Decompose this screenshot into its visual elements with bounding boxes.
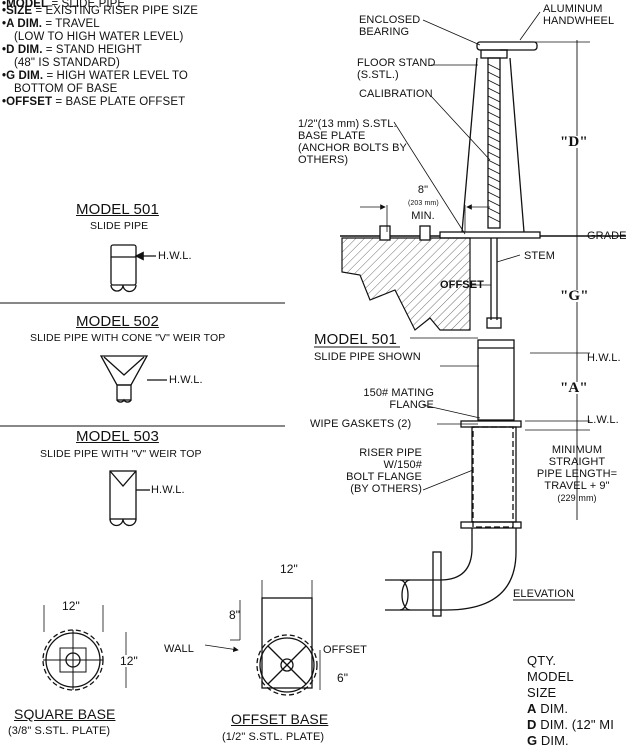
- offset-base-6: 6": [337, 671, 349, 685]
- square-base-width: 12": [62, 599, 80, 613]
- order-row: SIZE: [527, 685, 557, 700]
- elevation-hwl-label: H.W.L.: [587, 352, 621, 364]
- grade-label: GRADE: [587, 230, 626, 242]
- wipe-gaskets-label: WIPE GASKETS (2): [310, 418, 412, 430]
- model-501-pipe: [110, 244, 137, 286]
- offset-label: OFFSET: [440, 279, 484, 291]
- legend-line: •SIZE = EXISTING RISER PIPE SIZE: [2, 5, 199, 17]
- order-row: G DIM.: [527, 733, 569, 748]
- stem-label: STEM: [524, 250, 555, 262]
- square-base-title: SQUARE BASE: [14, 706, 116, 722]
- legend-line: •D DIM. = STAND HEIGHT: [2, 44, 142, 56]
- slide-pipe: [477, 339, 515, 421]
- stem-coupling: [486, 317, 502, 329]
- offset-base-offset: OFFSET: [323, 644, 367, 656]
- wall-label: WALL: [164, 643, 194, 655]
- dim-d-label: "D": [560, 134, 588, 150]
- model-501-subtitle: SLIDE PIPE: [90, 220, 149, 232]
- order-row: MODEL: [527, 669, 574, 684]
- order-row: D DIM. (12" MI: [527, 717, 614, 732]
- dim-a-label: "A": [560, 380, 588, 396]
- square-base-sub: (3/8" S.STL. PLATE): [8, 725, 111, 737]
- handwheel: [476, 41, 538, 51]
- model-502-title: MODEL 502: [76, 313, 159, 330]
- order-row: A DIM.: [527, 701, 569, 716]
- offset-base-width: 12": [280, 562, 298, 576]
- concrete-slab: [341, 237, 471, 331]
- min-dim-label: 8"(203 mm)MIN.: [408, 184, 439, 222]
- model-503-title: MODEL 503: [76, 428, 159, 445]
- base-plate: [439, 231, 541, 239]
- offset-base-title: OFFSET BASE: [231, 711, 329, 727]
- elevation-model-title: MODEL 501: [314, 331, 397, 348]
- legend-line: BOTTOM OF BASE: [14, 83, 118, 95]
- elevation-view-label: ELEVATION: [513, 588, 575, 600]
- legend-line: •MODEL = SLIDE PIPE: [2, 0, 126, 10]
- elevation-lwl-label: L.W.L.: [587, 414, 619, 426]
- legend-line: (LOW TO HIGH WATER LEVEL): [14, 31, 184, 43]
- base-plate-label: 1/2"(13 mm) S.STL.BASE PLATE(ANCHOR BOLT…: [298, 118, 407, 166]
- offset-base-8: 8": [229, 608, 241, 622]
- dim-g-label: "G": [560, 288, 589, 304]
- offset-base-plate: [261, 597, 313, 689]
- model-501-hwl: H.W.L.: [158, 250, 192, 262]
- model-503-pipe: [109, 470, 137, 520]
- floor-stand-label: FLOOR STAND(S.STL.): [357, 57, 436, 81]
- legend-line: (48" IS STANDARD): [14, 57, 120, 69]
- legend-line: •A DIM. = TRAVEL: [2, 18, 100, 30]
- square-base-height: 12": [120, 654, 138, 668]
- elevation-model-sub: SLIDE PIPE SHOWN: [314, 351, 421, 363]
- calibration-label: CALIBRATION: [359, 88, 433, 100]
- model-503-hwl: H.W.L.: [151, 484, 185, 496]
- order-row: QTY.: [527, 653, 557, 668]
- offset-base-sub: (1/2" S.STL. PLATE): [222, 731, 325, 743]
- legend-line: •G DIM. = HIGH WATER LEVEL TO: [2, 70, 188, 82]
- model-503-subtitle: SLIDE PIPE WITH "V" WEIR TOP: [40, 448, 202, 460]
- legend-line: •OFFSET = BASE PLATE OFFSET: [2, 96, 186, 108]
- model-502-subtitle: SLIDE PIPE WITH CONE "V" WEIR TOP: [30, 332, 226, 344]
- threaded-stem: [487, 57, 501, 229]
- model-501-title: MODEL 501: [76, 201, 159, 218]
- bolt-flange: [460, 521, 522, 529]
- model-502-hwl: H.W.L.: [169, 374, 203, 386]
